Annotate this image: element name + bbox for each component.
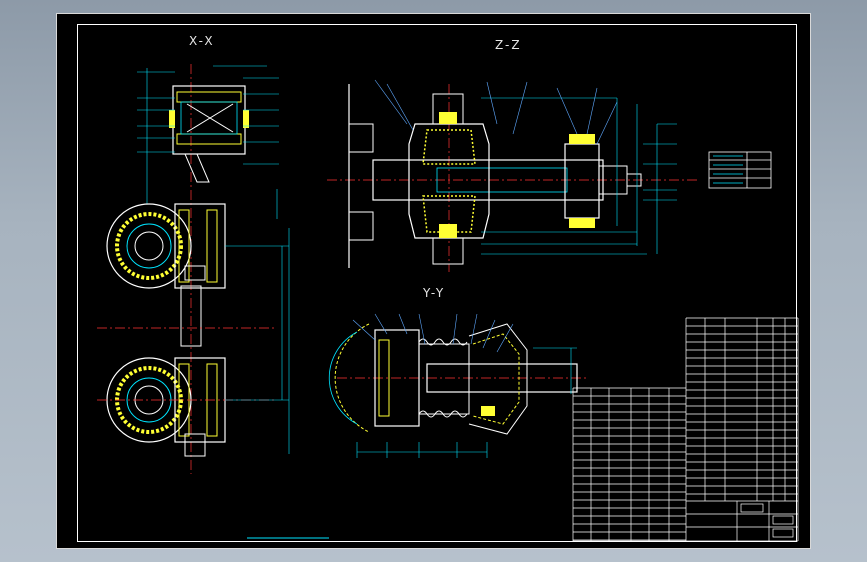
spec-table (708, 151, 772, 189)
view-title-xx: X-X (189, 34, 215, 48)
drawing-sheet: X-X Z-Z Y-Y (56, 13, 811, 549)
view-zz-drawing (327, 79, 697, 272)
title-block-cell (772, 515, 794, 525)
title-block-cell (740, 503, 764, 513)
title-block-cell (772, 528, 794, 538)
view-title-zz: Z-Z (495, 38, 522, 52)
view-yy-drawing (328, 313, 587, 458)
drawing-border (77, 24, 797, 542)
parts-list (572, 317, 799, 542)
view-xx-drawing (97, 64, 290, 474)
drawing-canvas (97, 64, 799, 542)
view-title-yy: Y-Y (423, 286, 446, 300)
